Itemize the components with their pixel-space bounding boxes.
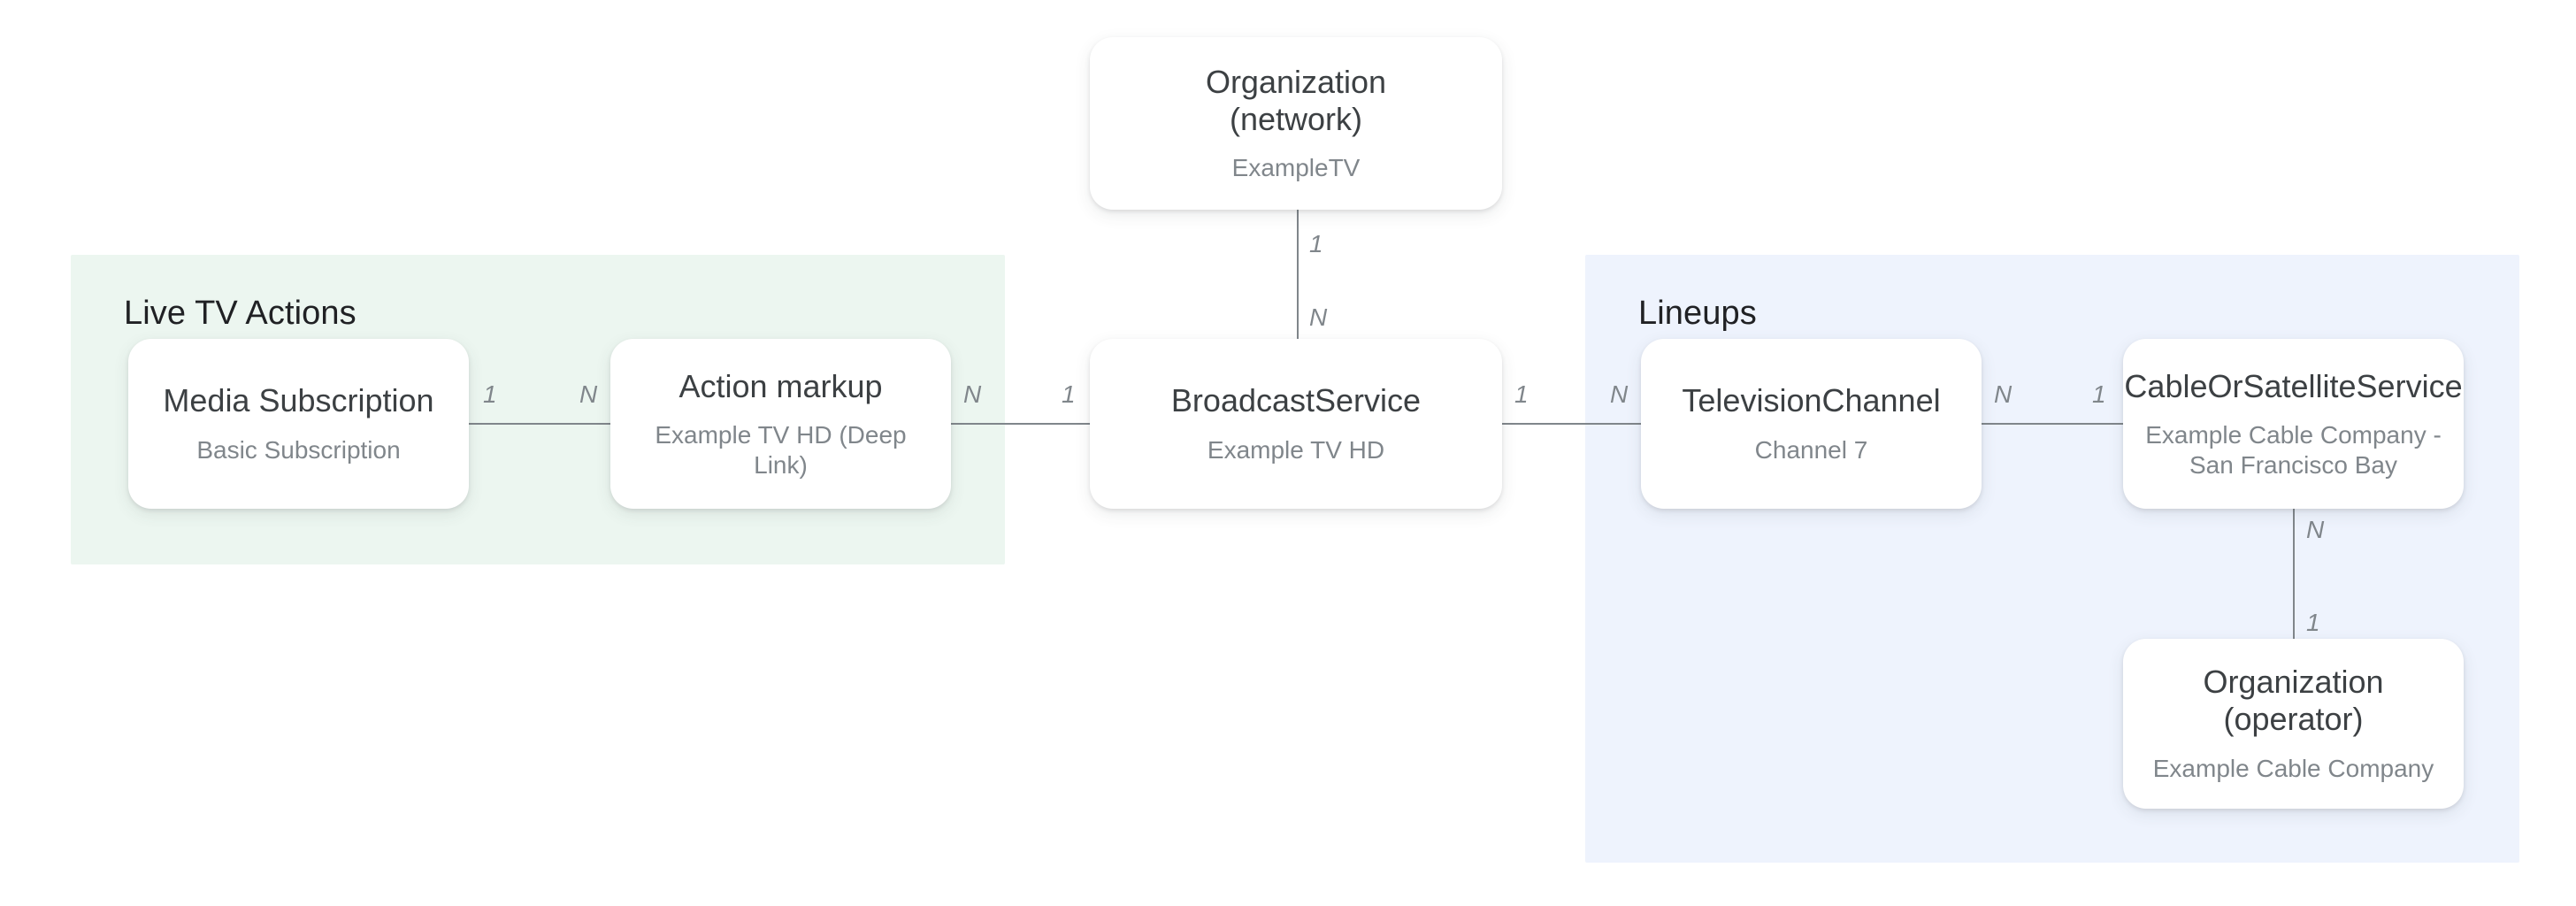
cardinality-label: N bbox=[963, 380, 982, 408]
node-subtitle: ExampleTV bbox=[1231, 154, 1361, 182]
cardinality-label: 1 bbox=[1514, 380, 1529, 408]
connector-line bbox=[1502, 423, 1641, 425]
cardinality-label: 1 bbox=[2092, 380, 2106, 408]
node-media-subscription[interactable]: Media Subscription Basic Subscription bbox=[128, 339, 469, 509]
cardinality-label: 1 bbox=[483, 380, 497, 408]
node-title: BroadcastService bbox=[1170, 382, 1422, 419]
node-title: Media Subscription bbox=[163, 382, 434, 419]
node-subtitle: Example TV HD (Deep Link) bbox=[655, 421, 907, 479]
cardinality-label: N bbox=[2306, 516, 2325, 543]
node-organization-operator[interactable]: Organization (operator) Example Cable Co… bbox=[2123, 639, 2464, 809]
cardinality-label: 1 bbox=[1309, 230, 1323, 257]
group-title-live-tv-actions: Live TV Actions bbox=[124, 295, 356, 332]
node-subtitle: Channel 7 bbox=[1754, 436, 1868, 465]
connector-line bbox=[1982, 423, 2123, 425]
connector-line bbox=[469, 423, 610, 425]
cardinality-label: 1 bbox=[2306, 609, 2320, 636]
cardinality-label: N bbox=[579, 380, 598, 408]
node-subtitle: Example TV HD bbox=[1207, 436, 1385, 465]
connector-line bbox=[951, 423, 1090, 425]
node-television-channel[interactable]: TelevisionChannel Channel 7 bbox=[1641, 339, 1982, 509]
group-title-lineups: Lineups bbox=[1638, 295, 1757, 332]
node-subtitle: Example Cable Company bbox=[2152, 754, 2434, 782]
node-action-markup[interactable]: Action markup Example TV HD (Deep Link) bbox=[610, 339, 951, 509]
connector-line bbox=[2293, 509, 2295, 639]
node-title: Action markup bbox=[678, 367, 883, 404]
node-title: Organization (operator) bbox=[2203, 664, 2384, 738]
node-subtitle: Example Cable Company - San Francisco Ba… bbox=[2145, 421, 2442, 479]
node-broadcast-service[interactable]: BroadcastService Example TV HD bbox=[1090, 339, 1502, 509]
node-organization-network[interactable]: Organization (network) ExampleTV bbox=[1090, 37, 1502, 210]
connector-line bbox=[1297, 210, 1299, 339]
cardinality-label: 1 bbox=[1062, 380, 1076, 408]
cardinality-label: N bbox=[1994, 380, 2012, 408]
cardinality-label: N bbox=[1610, 380, 1629, 408]
node-subtitle: Basic Subscription bbox=[196, 436, 401, 465]
node-title: CableOrSatelliteService bbox=[2124, 367, 2463, 404]
node-cable-or-satellite-service[interactable]: CableOrSatelliteService Example Cable Co… bbox=[2123, 339, 2464, 509]
cardinality-label: N bbox=[1309, 303, 1328, 331]
node-title: TelevisionChannel bbox=[1682, 382, 1941, 419]
node-title: Organization (network) bbox=[1205, 63, 1387, 137]
